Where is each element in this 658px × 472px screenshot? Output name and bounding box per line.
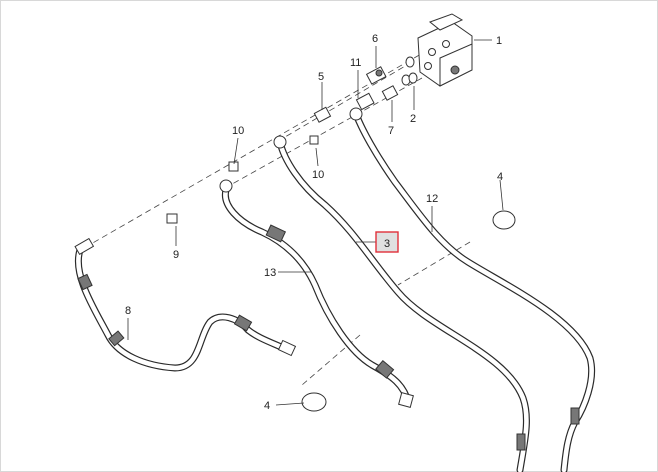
o-rings-2[interactable] [401,56,418,86]
callout-2[interactable]: 2 [410,113,416,125]
hose-12[interactable] [349,107,596,472]
assembly-axis-lines [83,49,471,386]
callout-6[interactable]: 6 [372,33,378,45]
callout-4-upper[interactable]: 4 [497,171,503,183]
callout-10-lower[interactable]: 10 [312,169,324,181]
fitting-6[interactable] [365,66,387,85]
callout-11[interactable]: 11 [350,57,361,69]
callout-4-lower[interactable]: 4 [264,400,270,412]
callout-8[interactable]: 8 [125,305,131,317]
leader-lines [127,39,504,406]
callout-labels: 1 2 3 4 4 5 6 7 8 9 10 10 11 12 13 [125,33,503,412]
fitting-7[interactable] [381,85,399,101]
hose-8[interactable] [74,237,297,372]
callout-7[interactable]: 7 [388,125,394,137]
fitting-11[interactable] [355,92,375,111]
hose-13[interactable] [219,179,414,408]
callout-3[interactable]: 3 [384,238,390,250]
callout-12[interactable]: 12 [426,193,438,205]
clamp-4-upper[interactable] [492,210,516,230]
bolt-10-upper[interactable] [228,161,239,172]
callout-9[interactable]: 9 [173,249,179,261]
fitting-5[interactable] [313,106,332,123]
highlight-box[interactable] [375,231,399,253]
hose-3[interactable] [273,135,530,472]
callout-1[interactable]: 1 [496,35,502,47]
callout-5[interactable]: 5 [318,71,324,83]
clamp-4-lower[interactable] [301,392,327,412]
bolt-10-lower[interactable] [309,135,319,145]
bolt-9[interactable] [166,213,178,224]
valve-block[interactable] [417,13,473,87]
callout-10-upper[interactable]: 10 [232,125,244,137]
callout-13[interactable]: 13 [264,267,276,279]
